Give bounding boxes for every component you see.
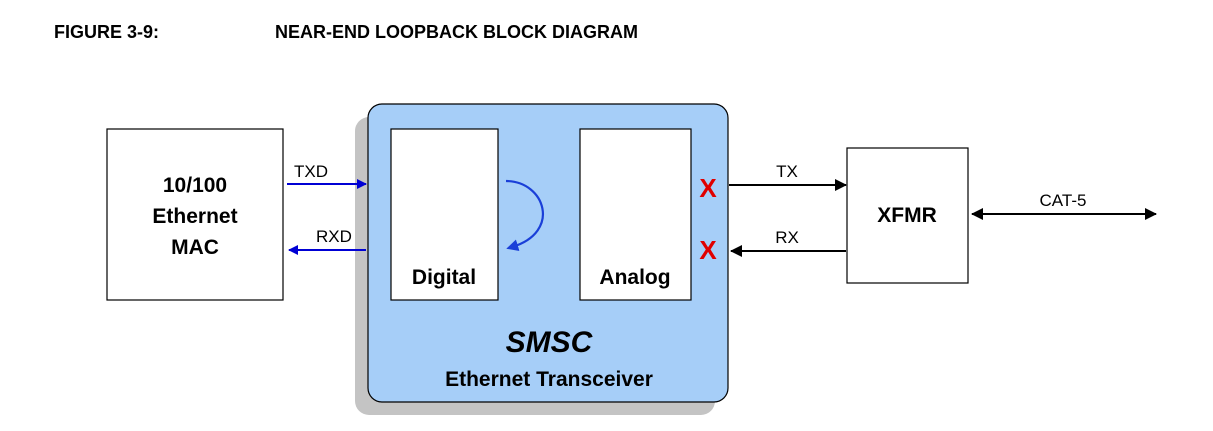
- mac-line-2: Ethernet: [152, 205, 237, 228]
- xfmr-label: XFMR: [877, 204, 937, 227]
- transceiver-brand: SMSC: [506, 326, 594, 359]
- transceiver-name: Ethernet Transceiver: [445, 368, 653, 391]
- xfmr-block: [846, 147, 969, 284]
- figure-number: FIGURE 3-9:: [54, 22, 160, 42]
- tx-loopback-cross: X: [699, 173, 717, 203]
- mac-line-1: 10/100: [163, 174, 227, 197]
- rxd-label: RXD: [316, 227, 352, 246]
- mac-block: [106, 128, 284, 301]
- cat5-label: CAT-5: [1040, 191, 1087, 210]
- rx-loopback-cross: X: [699, 235, 717, 265]
- analog-label: Analog: [599, 266, 670, 289]
- digital-label: Digital: [412, 266, 476, 289]
- rx-label: RX: [775, 228, 799, 247]
- loopback-arrow: [505, 179, 544, 252]
- tx-label: TX: [776, 162, 798, 181]
- digital-block: [390, 128, 499, 301]
- figure-title: NEAR-END LOOPBACK BLOCK DIAGRAM: [275, 22, 638, 42]
- analog-block: [579, 128, 692, 301]
- txd-label: TXD: [294, 162, 328, 181]
- mac-line-3: MAC: [171, 236, 219, 259]
